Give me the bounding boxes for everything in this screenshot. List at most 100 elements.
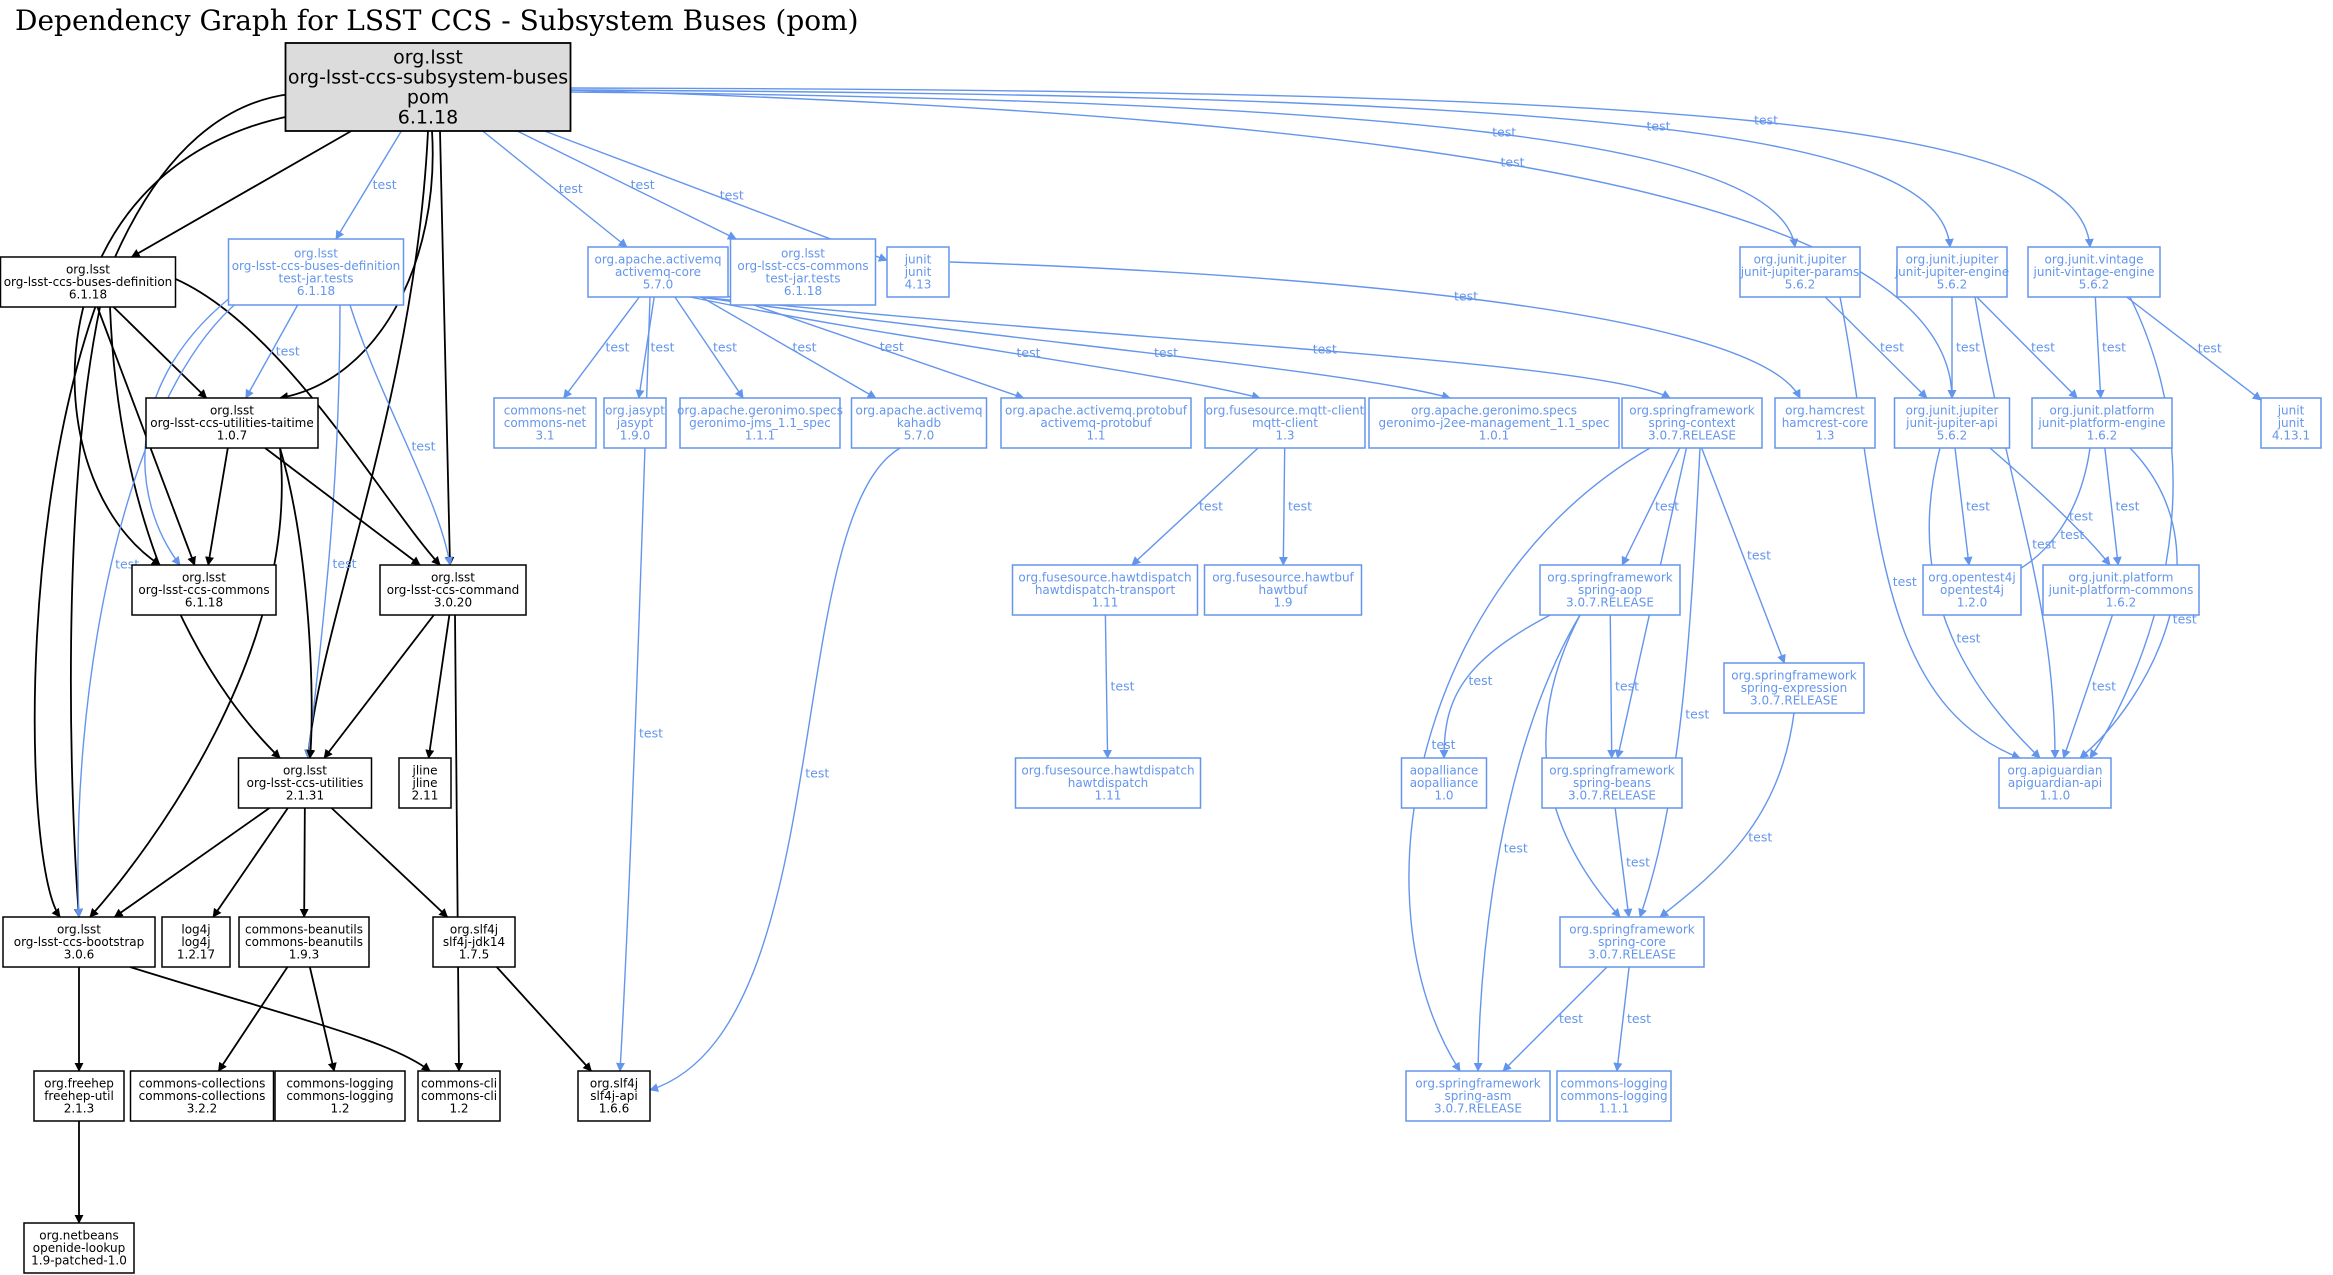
edge-amqcore-to-j2ee [699, 296, 1451, 401]
node-label-line: 1.2.0 [1957, 596, 1988, 610]
edge-root-to-amqcore [482, 130, 628, 248]
edge-springaop-to-aopalliance [1439, 609, 1561, 759]
edge-taitime-to-ccscommons [205, 447, 229, 566]
node-label-line: hawtdispatch-transport [1035, 583, 1176, 597]
node-label-line: org-lsst-ccs-command [387, 583, 520, 597]
node-box [603, 397, 667, 449]
node-label-line: 6.1.18 [297, 284, 335, 298]
node-vintage: org.junit.vintagejunit-vintage-engine5.6… [2027, 246, 2161, 298]
edge-springctx-to-springcore [1638, 447, 1701, 918]
node-box [1998, 757, 2112, 809]
node-label-line: org.fusesource.hawtdispatch [1018, 571, 1191, 585]
node-box [886, 246, 950, 298]
node-box [1922, 564, 2022, 616]
node-label-line: org.apiguardian [2007, 764, 2102, 778]
edge-label: test [2116, 499, 2140, 514]
node-label-line: 5.6.2 [1937, 429, 1968, 443]
node-label-line: org.hamcrest [1785, 404, 1865, 418]
node-label-line: 1.3 [1275, 429, 1294, 443]
node-platengine: org.junit.platformjunit-platform-engine1… [2031, 397, 2173, 449]
node-box [227, 238, 405, 306]
edge-root-to-ccscommand [439, 130, 455, 566]
edge-platengine-to-platcommons [2104, 447, 2122, 566]
edge-label: test [2031, 340, 2055, 355]
node-label-line: commons-logging [286, 1077, 393, 1091]
node-label-line: org.springframework [1569, 923, 1695, 937]
edge-label: test [639, 726, 663, 741]
edge-jparams-to-apiguardian [1839, 296, 2021, 760]
node-root: org.lsstorg-lsst-ccs-subsystem-busespom6… [284, 42, 572, 132]
graph-title: Dependency Graph for LSST CCS - Subsyste… [15, 4, 859, 37]
edge-taitime-to-ccscommand [264, 447, 421, 566]
node-box [1893, 397, 2011, 449]
node-box [2260, 397, 2322, 449]
node-label-line: 3.0.7.RELEASE [1588, 948, 1676, 962]
edge-amqcore-to-mqtt [689, 296, 1261, 401]
node-label-line: org.lsst [182, 571, 226, 585]
node-box [274, 1070, 406, 1122]
node-label-line: 1.0 [1434, 789, 1453, 803]
node-label-line: 3.0.6 [64, 948, 95, 962]
edge-mqtt-to-hawttrans [1131, 447, 1259, 566]
edge-root-to-taitime [279, 130, 434, 401]
edge-amqcore-to-kahadb [700, 296, 877, 399]
node-label-line: 1.11 [1095, 789, 1122, 803]
node-label-line: org.apache.geronimo.specs [677, 404, 843, 418]
node-label-line: org-lsst-ccs-bootstrap [14, 935, 145, 949]
node-busdef: org.lsstorg-lsst-ccs-buses-definition6.1… [0, 256, 177, 308]
node-label-line: junit [904, 253, 932, 267]
edge-amqcore-to-cnet [563, 296, 640, 399]
node-label-line: 6.1.18 [69, 288, 107, 302]
node-box [1556, 1070, 1672, 1122]
edge-label: test [880, 339, 904, 354]
node-label-line: org.junit.platform [2069, 571, 2174, 585]
node-label-line: 1.6.2 [2087, 429, 2118, 443]
node-box [284, 42, 572, 132]
node-label-line: 5.6.2 [1785, 278, 1816, 292]
node-label-line: 1.6.2 [2106, 596, 2137, 610]
edge-label: test [1504, 840, 1528, 855]
edge-root-to-jparams [569, 91, 1799, 248]
node-busdeftest: org.lsstorg-lsst-ccs-buses-definitiontes… [227, 238, 405, 306]
node-amqproto: org.apache.activemq.protobufactivemq-pro… [1000, 397, 1192, 449]
edge-busdef-to-bootstrap [69, 306, 101, 918]
node-label-line: 1.2 [330, 1102, 349, 1116]
edge-label: test [1647, 119, 1671, 134]
nodes-layer: org.lsstorg-lsst-ccs-subsystem-busespom6… [0, 42, 2322, 1274]
edge-label: test [2060, 527, 2084, 542]
edge-hawttrans-to-hawtdispatch [1102, 614, 1112, 759]
node-box [1405, 1070, 1551, 1122]
node-label-line: jasypt [616, 416, 654, 430]
node-label-line: org.apache.activemq [594, 253, 721, 267]
node-label-line: spring-asm [1445, 1089, 1512, 1103]
node-label-line: org.junit.jupiter [1906, 404, 1999, 418]
node-label-line: org.jasypt [605, 404, 665, 418]
node-springctx: org.springframeworkspring-context3.0.7.R… [1621, 397, 1763, 449]
edge-busdeftest-to-utilities [304, 304, 341, 759]
node-label-line: 5.6.2 [2079, 278, 2110, 292]
node-hawttrans: org.fusesource.hawtdispatchhawtdispatch-… [1011, 564, 1199, 616]
node-label-line: org.lsst [781, 246, 825, 260]
edge-label: test [2092, 679, 2116, 694]
node-label-line: org.slf4j [450, 923, 498, 937]
node-label-line: kahadb [897, 416, 941, 430]
node-box [237, 757, 373, 809]
node-label-line: org-lsst-ccs-commons [737, 259, 868, 273]
edge-label: test [1747, 548, 1771, 563]
node-box [2027, 246, 2161, 298]
node-label-line: opentest4j [1940, 583, 2004, 597]
edge-utilities-to-slf4jjdk [330, 807, 449, 918]
edge-junit413-to-hamcrest [949, 261, 1801, 399]
node-label-line: commons-cli [421, 1089, 497, 1103]
edge-label: test [2069, 509, 2093, 524]
edge-mqtt-to-hawtbuf [1278, 447, 1288, 566]
node-label-line: org.springframework [1547, 571, 1673, 585]
